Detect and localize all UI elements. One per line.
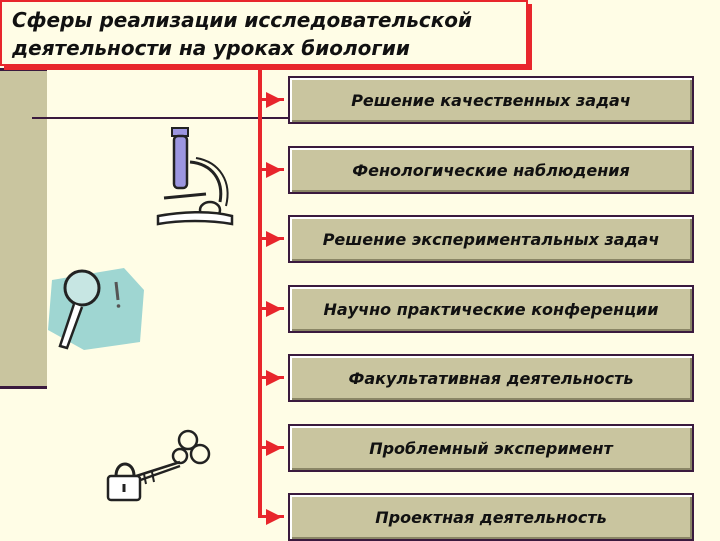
item-box: Фенологические наблюдения	[288, 146, 694, 194]
item-label: Факультативная деятельность	[348, 368, 634, 388]
page-title: Сферы реализации исследовательской деяте…	[0, 0, 528, 66]
magnifier-icon	[48, 268, 144, 350]
arrow-right-icon	[266, 231, 282, 247]
item-box: Проблемный эксперимент	[288, 424, 694, 472]
title-line-2: деятельности на уроках биологии	[12, 36, 410, 60]
item-label: Решение качественных задач	[351, 90, 631, 110]
arrow-right-icon	[266, 440, 282, 456]
arrow-right-icon	[266, 162, 282, 178]
sidebar-top-rule	[0, 68, 47, 71]
item-label: Проектная деятельность	[375, 507, 607, 527]
item-box: Решение качественных задач	[288, 76, 694, 124]
item-box: Научно практические конференции	[288, 285, 694, 333]
item-label: Решение экспериментальных задач	[322, 229, 660, 249]
item-box: Решение экспериментальных задач	[288, 215, 694, 263]
item-box: Факультативная деятельность	[288, 354, 694, 402]
arrow-right-icon	[266, 509, 282, 525]
microscope-icon	[156, 127, 234, 226]
arrow-right-icon	[266, 370, 282, 386]
title-line-1: Сферы реализации исследовательской	[12, 8, 473, 32]
item-label: Проблемный эксперимент	[369, 438, 613, 458]
item-label: Фенологические наблюдения	[352, 160, 630, 180]
item-box: Проектная деятельность	[288, 493, 694, 541]
connector-stem	[258, 66, 262, 518]
horizontal-rule	[32, 117, 290, 119]
key-lock-icon	[106, 429, 211, 502]
item-label: Научно практические конференции	[323, 299, 659, 319]
arrow-right-icon	[266, 301, 282, 317]
arrow-right-icon	[266, 92, 282, 108]
left-sidebar-decor	[0, 68, 47, 389]
